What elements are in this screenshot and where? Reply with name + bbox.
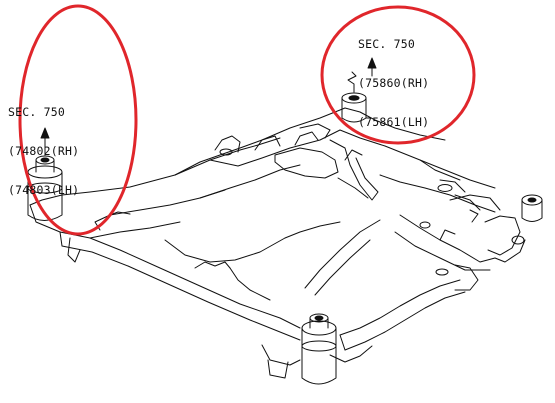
part-number-lh: (75861(LH) <box>358 115 430 129</box>
leader-arrow-right <box>347 57 377 93</box>
center-cavity <box>164 221 341 301</box>
callout-left: SEC. 750 (74802(RH) (74803(LH) <box>8 80 79 210</box>
section-label: SEC. 750 <box>358 37 415 51</box>
callout-right: SEC. 750 (75860(RH) (75861(LH) <box>358 12 429 142</box>
front-cross-member <box>29 149 301 379</box>
bushing-front-right <box>301 313 337 385</box>
left-side-rail <box>174 107 346 199</box>
bushing-rear-right <box>511 194 543 245</box>
part-number-rh: (75860(RH) <box>358 76 430 90</box>
section-label: SEC. 750 <box>8 105 65 119</box>
highlight-circle-right <box>320 5 476 145</box>
part-number-lh: (74803(LH) <box>8 183 80 197</box>
bushing-front-left <box>27 155 63 221</box>
leader-arrow-left <box>40 127 50 156</box>
right-side-rail <box>304 194 526 363</box>
highlight-circle-left <box>18 4 138 236</box>
rear-cross-member <box>299 107 496 229</box>
bushing-rear-left <box>341 92 367 123</box>
part-number-rh: (74802(RH) <box>8 144 80 158</box>
